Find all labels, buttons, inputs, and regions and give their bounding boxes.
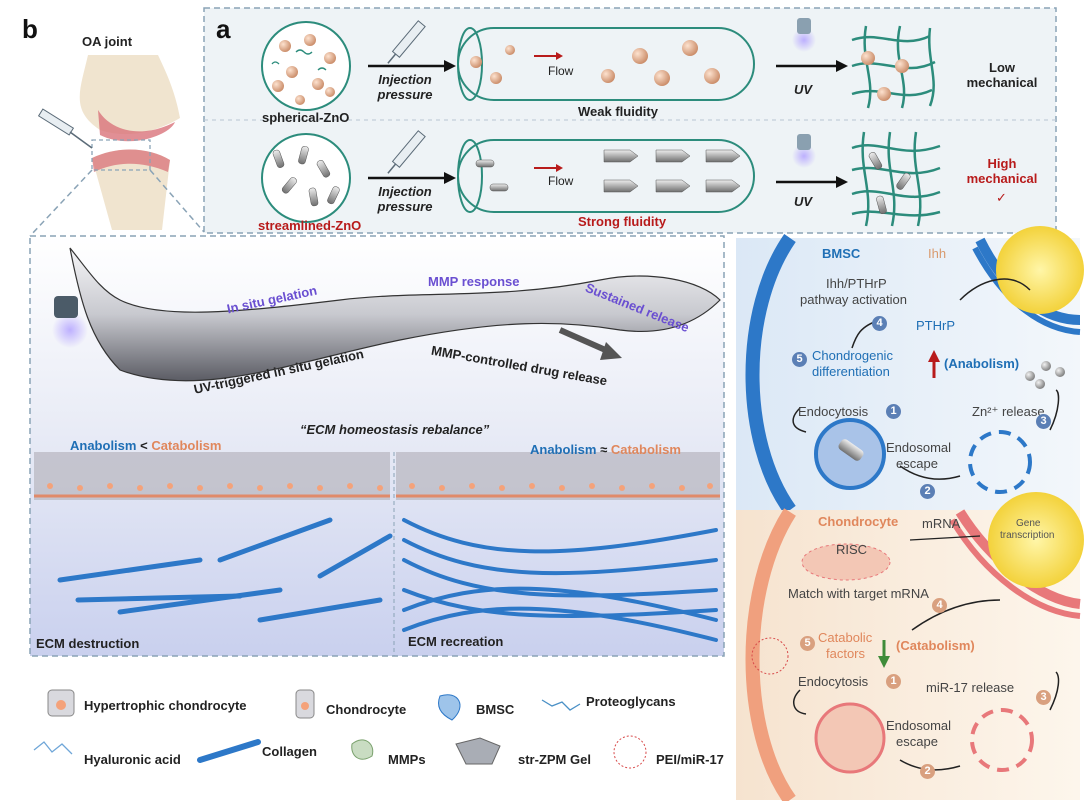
panel-a-letter: a	[216, 14, 231, 44]
panel-b-letter: b	[22, 14, 38, 44]
legend-chondrocyte: Chondrocyte	[326, 702, 407, 717]
gene-label: Gene	[1016, 518, 1041, 529]
injection-label-2: Injection pressure	[377, 184, 433, 214]
bmsc-membrane	[745, 234, 796, 515]
bmsc-endocytosis-label: Endocytosis	[798, 404, 869, 419]
uv-label-1: UV	[794, 82, 813, 97]
legend-gel: str-ZPM Gel	[518, 752, 591, 767]
chondrocyte-title: Chondrocyte	[818, 514, 899, 529]
risc-label: RISC	[836, 542, 868, 557]
collagen-woven	[402, 518, 718, 642]
match-target-label: Match with target mRNA	[788, 586, 929, 601]
knee-joint-illustration	[37, 55, 180, 230]
ch-endosomal-label: Endosomal	[886, 718, 952, 733]
zn-release-label: Zn²⁺ release	[972, 404, 1045, 419]
pthrp-label: PTHrP	[916, 318, 955, 333]
ecm-destruction-label: ECM destruction	[36, 636, 140, 651]
streamlined-zno-label: streamlined-ZnO	[258, 218, 362, 233]
oa-joint-title: OA joint	[82, 34, 133, 49]
spherical-zno-label: spherical-ZnO	[262, 110, 350, 125]
collagen-scattered	[57, 517, 393, 623]
legend-bmsc: BMSC	[476, 702, 515, 717]
bmsc-endosomal-label: Endosomal	[886, 440, 952, 455]
bmsc-step-1: 1	[886, 404, 901, 419]
bmsc-step-3: 3	[1036, 414, 1051, 429]
mrna-label: mRNA	[922, 516, 961, 531]
pathway-activation-label: pathway activation	[800, 292, 907, 307]
ch-step-5: 5	[800, 636, 815, 651]
bmsc-step-4: 4	[872, 316, 887, 331]
ch-endocytosis-label: Endocytosis	[798, 674, 869, 689]
mir-release-label: miR-17 release	[926, 680, 1015, 695]
ch-step-4: 4	[932, 598, 947, 613]
injection-label-1: Injection pressure	[377, 72, 433, 102]
anabolism-label: (Anabolism)	[944, 356, 1020, 371]
catabolism-label: (Catabolism)	[896, 638, 975, 653]
catabolic-label: Catabolic	[818, 630, 873, 645]
legend-pei: PEI/miR-17	[656, 752, 724, 767]
left-balance-label: Anabolism < Catabolism	[70, 438, 222, 453]
mmp-response-label: MMP response	[428, 274, 520, 289]
legend-mmps: MMPs	[388, 752, 426, 767]
legend-proteoglycans: Proteoglycans	[586, 694, 676, 709]
strong-fluidity-label: Strong fluidity	[578, 214, 667, 229]
differentiation-label: differentiation	[812, 364, 890, 379]
gel-ribbon	[69, 247, 721, 382]
legend-icons	[33, 689, 647, 769]
pathway-label: Ihh/PTHrP	[826, 276, 887, 291]
uv-label-2: UV	[794, 194, 813, 209]
bmsc-step-5: 5	[792, 352, 807, 367]
ch-step-2: 2	[920, 764, 935, 779]
flow-label-2: Flow	[548, 174, 574, 188]
ch-step-1: 1	[886, 674, 901, 689]
transcription-label: transcription	[1000, 530, 1055, 541]
legend-collagen: Collagen	[262, 744, 317, 759]
legend-hypertrophic: Hypertrophic chondrocyte	[84, 698, 247, 713]
legend-hyaluronic: Hyaluronic acid	[84, 752, 181, 767]
flow-label-1: Flow	[548, 64, 574, 78]
bmsc-title: BMSC	[822, 246, 861, 261]
ch-step-3: 3	[1036, 690, 1051, 705]
bmsc-step-2: 2	[920, 484, 935, 499]
factors-label: factors	[826, 646, 866, 661]
right-balance-label: Anabolism ≈ Catabolism	[530, 442, 681, 457]
chondrocyte-cells	[47, 483, 713, 491]
bmsc-escape-label: escape	[896, 456, 938, 471]
low-mechanical-label: Low mechanical	[966, 60, 1038, 90]
ihh-label: Ihh	[928, 246, 947, 261]
weak-fluidity-label: Weak fluidity	[578, 104, 658, 119]
chondrogenic-label: Chondrogenic	[812, 348, 893, 363]
network-high	[851, 131, 941, 227]
ch-escape-label: escape	[896, 734, 938, 749]
high-mechanical-label: High mechanical	[966, 156, 1038, 186]
ecm-rebalance-label: “ECM homeostasis rebalance”	[300, 422, 490, 437]
check-mark: ✓	[996, 190, 1007, 205]
ecm-recreation-label: ECM recreation	[408, 634, 504, 649]
